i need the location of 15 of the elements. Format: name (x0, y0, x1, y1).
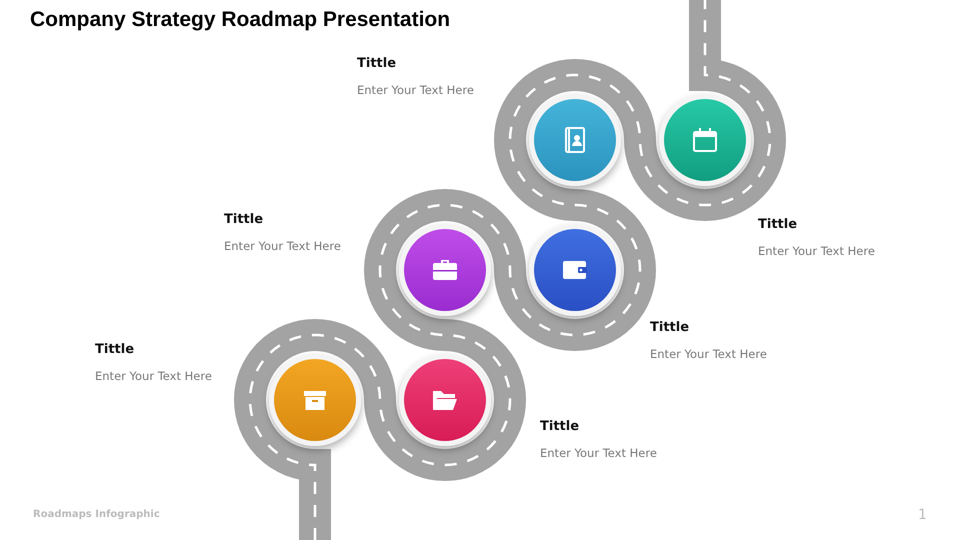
body-text: Enter Your Text Here (357, 83, 474, 97)
body-text: Enter Your Text Here (540, 446, 657, 460)
body-text: Enter Your Text Here (758, 244, 875, 258)
heading: Tittle (650, 320, 690, 335)
footer-text: Roadmaps Infographic (33, 509, 160, 520)
heading: Tittle (540, 419, 580, 434)
heading: Tittle (224, 212, 264, 227)
body-text: Enter Your Text Here (224, 239, 341, 253)
page-number: 1 (918, 507, 927, 523)
title: Company Strategy Roadmap Presentation (30, 8, 450, 32)
heading: Tittle (95, 342, 134, 357)
heading: Tittle (758, 217, 798, 232)
body-text: Enter Your Text Here (95, 369, 212, 383)
body-text: Enter Your Text Here (650, 347, 767, 361)
heading: Tittle (357, 56, 396, 71)
